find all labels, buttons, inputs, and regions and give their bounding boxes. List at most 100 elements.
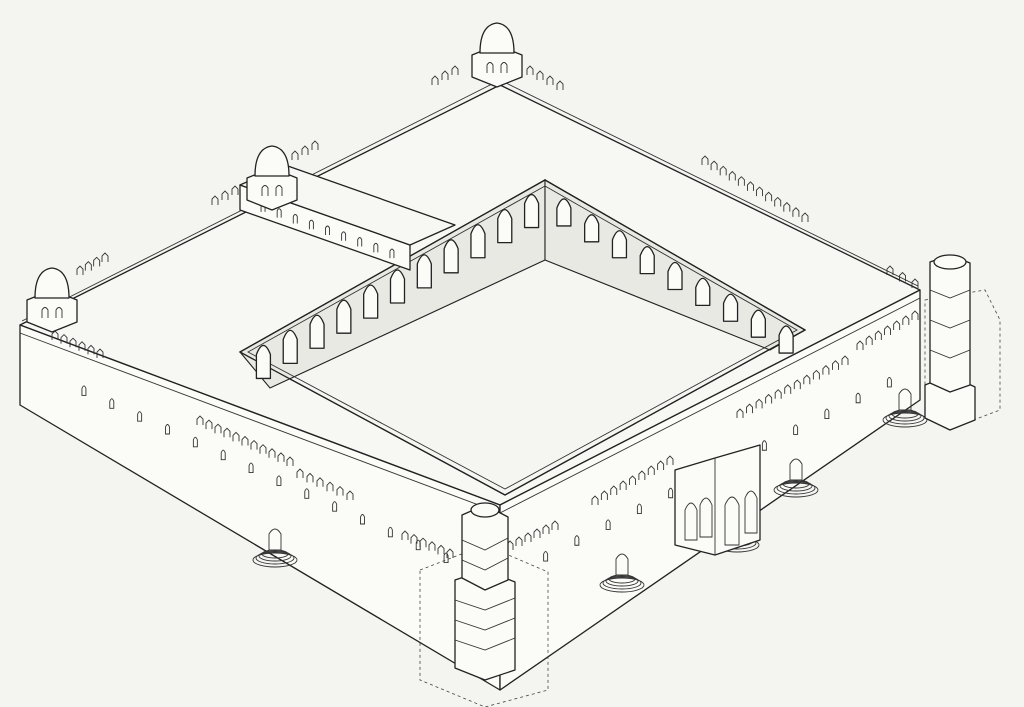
courtyard-arch <box>584 214 600 243</box>
merlon <box>746 403 753 414</box>
wall-window <box>543 551 549 562</box>
merlon <box>783 201 791 212</box>
courtyard-arch <box>443 239 459 274</box>
merlon <box>451 65 459 75</box>
merlon <box>902 315 910 325</box>
merlon <box>856 340 864 350</box>
merlon <box>701 155 709 165</box>
wall-window <box>443 552 449 564</box>
merlon <box>765 191 773 202</box>
merlon <box>556 80 564 90</box>
merlon <box>874 330 882 340</box>
courtyard-rim <box>239 179 806 496</box>
courtyard-arch <box>389 269 406 304</box>
merlon <box>87 344 95 355</box>
merlon <box>515 536 523 546</box>
wall-window <box>605 519 611 530</box>
right-minaret-shaft <box>929 254 971 393</box>
merlon <box>542 524 550 534</box>
merlon <box>431 75 439 85</box>
courtyard-arch <box>611 230 628 259</box>
merlon <box>410 533 418 544</box>
courtyard-arch <box>470 224 486 259</box>
merlon <box>301 145 309 155</box>
merlon <box>296 468 304 478</box>
corner-domes <box>26 22 523 333</box>
merlon <box>101 252 109 262</box>
merlon <box>223 427 231 438</box>
merlon <box>69 337 77 348</box>
merlon <box>291 150 299 160</box>
annex-window <box>325 225 330 235</box>
wall-window <box>668 487 674 499</box>
merlon <box>250 439 258 450</box>
merlon <box>346 490 354 500</box>
merlon <box>524 532 532 542</box>
merlon <box>211 195 219 205</box>
right-wall-coping <box>499 297 921 514</box>
merlon <box>822 364 830 375</box>
merlon <box>401 530 409 540</box>
gate-doorway <box>268 528 282 551</box>
wall-window <box>220 449 226 461</box>
merlon <box>600 490 608 500</box>
north-dome-openings <box>486 62 508 73</box>
merlon <box>591 495 599 505</box>
gate-step <box>255 551 295 565</box>
merlon <box>84 261 92 271</box>
merlon <box>792 207 800 217</box>
merlon <box>812 369 820 380</box>
merlon <box>268 448 276 458</box>
merlon <box>784 384 792 394</box>
courtyard-arch <box>363 284 379 319</box>
annex-window <box>389 248 395 259</box>
west-annex-dome-openings <box>261 185 283 196</box>
courtyard-arch <box>750 309 766 338</box>
merlon <box>832 360 839 370</box>
merlon <box>736 408 744 418</box>
wall-window <box>855 392 861 404</box>
merlon <box>793 379 801 390</box>
merlon <box>638 470 646 480</box>
merlon <box>657 460 665 470</box>
gate-step <box>599 577 645 593</box>
courtyard-arch <box>282 329 298 365</box>
merlon <box>326 481 334 492</box>
merlon <box>428 541 436 551</box>
merlon <box>803 374 811 385</box>
merlon <box>747 181 754 191</box>
merlon <box>756 186 763 197</box>
wall-window <box>824 408 830 420</box>
annex-window <box>357 237 363 247</box>
merlon <box>441 70 449 80</box>
front-minaret-upper-shaft <box>461 504 509 591</box>
merlon <box>841 355 849 365</box>
wall-window <box>248 462 254 474</box>
merlon <box>774 389 782 399</box>
gate-step <box>888 410 922 422</box>
courtyard-arch <box>309 314 325 349</box>
gate-step <box>885 411 925 425</box>
merlon <box>231 185 239 195</box>
gate-step <box>605 575 639 587</box>
merlon <box>774 196 782 207</box>
merlon <box>316 477 324 487</box>
annex-window <box>373 242 379 253</box>
courtyard-arch <box>722 293 739 322</box>
courtyard-arches-right <box>556 198 794 354</box>
gate-doorway <box>789 458 803 481</box>
merlon <box>232 431 240 442</box>
gate-doorway <box>615 553 629 576</box>
merlon <box>205 419 213 430</box>
gate-step <box>261 549 289 559</box>
courtyard-arch <box>639 245 655 275</box>
merlon <box>277 452 285 462</box>
north-dome-cupola <box>479 22 515 54</box>
wall-window <box>332 501 338 512</box>
annex-window <box>276 208 282 218</box>
merlon <box>214 423 222 434</box>
wall-window <box>137 411 143 422</box>
merlon <box>336 485 344 496</box>
